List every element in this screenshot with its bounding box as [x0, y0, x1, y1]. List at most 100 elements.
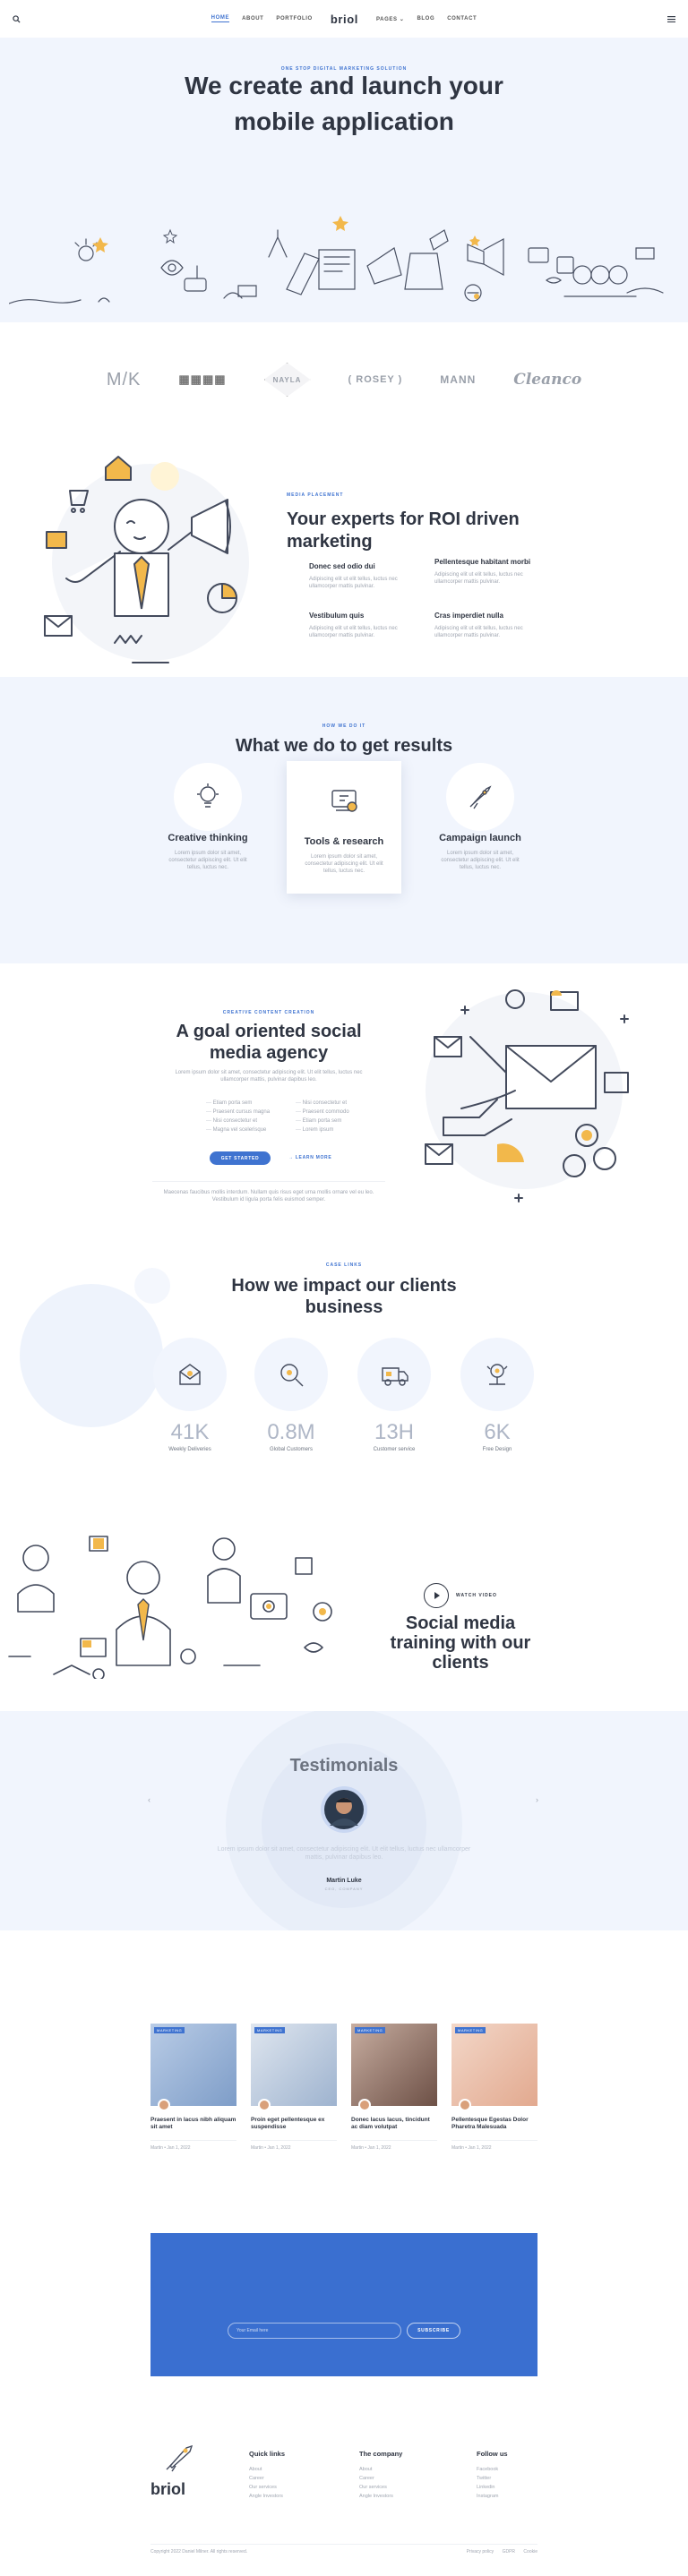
video-title: Social media training with our clients: [390, 1613, 531, 1673]
client-logo: Cleanco: [513, 371, 582, 389]
footer-link[interactable]: Our services: [359, 2485, 387, 2490]
hero-title: We create and launch your mobile applica…: [0, 72, 688, 140]
newsletter-box: Your Email here SUBSCRIBE: [150, 2233, 538, 2376]
post-image: MARKETING: [452, 2024, 538, 2106]
blog-post-card[interactable]: MARKETING Praesent in lacus nibh aliquam…: [150, 2024, 236, 2151]
blog-section: MARKETING Praesent in lacus nibh aliquam…: [0, 1930, 688, 2233]
email-illustration: [425, 989, 629, 1202]
next-arrow-icon[interactable]: ›: [536, 1795, 538, 1804]
agency-footnote: Maecenas faucibus mollis interdum. Nulla…: [152, 1181, 385, 1203]
list-item: Praesent cursus magna: [206, 1108, 270, 1117]
post-title[interactable]: Proin eget pellentesque ex suspendisse: [251, 2117, 325, 2130]
services-section: HOW WE DO IT What we do to get results C…: [0, 677, 688, 963]
post-title[interactable]: Donec lacus lacus, tincidunt ac diam vol…: [351, 2117, 430, 2130]
legal-link[interactable]: GDPR: [502, 2549, 516, 2555]
impact-title: How we impact our clients business: [231, 1276, 457, 1317]
search-icon[interactable]: [13, 14, 21, 23]
service-card[interactable]: Campaign launch Lorem ipsum dolor sit am…: [423, 763, 538, 895]
post-title[interactable]: Pellentesque Egestas Dolor Pharetra Male…: [452, 2117, 529, 2130]
stat-item: 13H Customer service: [349, 1338, 439, 1452]
newsletter-section: Your Email here SUBSCRIBE: [0, 2233, 688, 2421]
watch-video-button[interactable]: WATCH VIDEO: [424, 1583, 497, 1608]
footer-logo[interactable]: briol: [150, 2480, 185, 2498]
feature-list: Etiam porta sem Praesent cursus magna Ni…: [206, 1099, 270, 1134]
main-nav: HOME ABOUT PORTFOLIO briol PAGES ⌄ BLOG …: [211, 13, 477, 26]
footer-link[interactable]: Instagram: [477, 2494, 499, 2499]
services-title: What we do to get results: [235, 736, 453, 756]
experts-section: MEDIA PLACEMENT Your experts for ROI dri…: [0, 437, 688, 677]
blog-post-card[interactable]: MARKETING Donec lacus lacus, tincidunt a…: [351, 2024, 437, 2151]
feature-item: Donec sed odio dui Adipiscing elit ut el…: [309, 562, 417, 590]
nav-about[interactable]: ABOUT: [242, 16, 264, 21]
nav-portfolio[interactable]: PORTFOLIO: [276, 16, 313, 21]
legal-link[interactable]: Cookie: [523, 2549, 538, 2555]
prev-arrow-icon[interactable]: ‹: [148, 1795, 150, 1804]
post-meta: Martin • Jan 1, 2022: [452, 2140, 538, 2151]
footer-link[interactable]: Our services: [249, 2485, 277, 2490]
author-avatar: [258, 2099, 271, 2111]
post-image: MARKETING: [251, 2024, 337, 2106]
decor-circle: [134, 1268, 170, 1304]
social-training-illustration: [8, 1536, 332, 1679]
site-logo[interactable]: briol: [330, 12, 358, 26]
feature-title: Vestibulum quis: [309, 612, 365, 620]
author-avatar: [358, 2099, 371, 2111]
blog-post-card[interactable]: MARKETING Proin eget pellentesque ex sus…: [251, 2024, 337, 2151]
service-card[interactable]: Creative thinking Lorem ipsum dolor sit …: [150, 763, 265, 895]
menu-icon[interactable]: [666, 15, 675, 22]
footer-link[interactable]: Career: [359, 2476, 374, 2481]
legal-link[interactable]: Privacy policy: [466, 2549, 494, 2555]
footer-link[interactable]: Linkedin: [477, 2485, 495, 2490]
footer-column-title: Follow us: [477, 2450, 508, 2458]
service-text: Lorem ipsum dolor sit amet, consectetur …: [305, 854, 383, 874]
footer-link[interactable]: Career: [249, 2476, 264, 2481]
decor-circle: [20, 1284, 163, 1427]
stat-item: 41K Weekly Deliveries: [145, 1338, 235, 1452]
site-header: HOME ABOUT PORTFOLIO briol PAGES ⌄ BLOG …: [0, 0, 688, 38]
feature-list: Nisi consectetur et Praesent commodo Eti…: [296, 1099, 349, 1134]
testimonial-role: CEO, COMPANY: [324, 1887, 364, 1891]
service-card[interactable]: Tools & research Lorem ipsum dolor sit a…: [287, 761, 401, 894]
list-item: Magna vel scelerisque: [206, 1125, 270, 1134]
stat-item: 0.8M Global Customers: [246, 1338, 336, 1452]
blog-post-card[interactable]: MARKETING Pellentesque Egestas Dolor Pha…: [452, 2024, 538, 2151]
feature-text: Adipiscing elit ut elit tellus, luctus n…: [309, 626, 398, 638]
footer-column-title: The company: [359, 2450, 403, 2458]
learn-more-link[interactable]: → LEARN MORE: [288, 1155, 332, 1160]
nav-home[interactable]: HOME: [211, 15, 230, 22]
post-meta: Martin • Jan 1, 2022: [150, 2140, 236, 2151]
post-tag: MARKETING: [355, 2027, 386, 2033]
nav-pages[interactable]: PAGES ⌄: [376, 16, 404, 22]
author-avatar: [158, 2099, 170, 2111]
subscribe-button[interactable]: SUBSCRIBE: [407, 2323, 460, 2339]
legal-links: Privacy policy GDPR Cookie: [460, 2549, 538, 2555]
testimonial-quote: Lorem ipsum dolor sit amet, consectetur …: [217, 1846, 471, 1861]
footer-link[interactable]: About: [249, 2467, 262, 2472]
nav-contact[interactable]: CONTACT: [447, 16, 477, 21]
nav-blog[interactable]: BLOG: [417, 16, 435, 21]
testimonials-title: Testimonials: [289, 1756, 399, 1776]
learn-more-label: LEARN MORE: [295, 1155, 332, 1160]
footer-link[interactable]: Twitter: [477, 2476, 492, 2481]
post-title[interactable]: Praesent in lacus nibh aliquam sit amet: [150, 2117, 236, 2130]
post-meta: Martin • Jan 1, 2022: [251, 2140, 337, 2151]
delivery-icon: [153, 1338, 227, 1411]
get-started-button[interactable]: GET STARTED: [210, 1151, 271, 1165]
delivery-truck-icon: [357, 1338, 431, 1411]
footer-link[interactable]: About: [359, 2467, 373, 2472]
stat-item: 6K Free Design: [452, 1338, 542, 1452]
email-input[interactable]: Your Email here: [228, 2323, 401, 2339]
feature-title: Pellentesque habitant morbi: [434, 558, 531, 566]
client-logo: ( ROSEY ): [348, 374, 403, 385]
footer-link[interactable]: Facebook: [477, 2467, 499, 2472]
footer-link[interactable]: Angle Investors: [359, 2494, 393, 2499]
stat-label: Global Customers: [269, 1447, 314, 1452]
marketing-illustration: [44, 456, 249, 663]
stat-value: 41K: [170, 1420, 210, 1444]
feature-title: Cras imperdiet nulla: [434, 612, 503, 620]
footer-link[interactable]: Angle Investors: [249, 2494, 283, 2499]
services-kicker: HOW WE DO IT: [322, 723, 366, 729]
service-title: Campaign launch: [439, 833, 521, 843]
agency-lead: Lorem ipsum dolor sit amet, consectetur …: [175, 1070, 363, 1083]
avatar: [321, 1786, 367, 1833]
